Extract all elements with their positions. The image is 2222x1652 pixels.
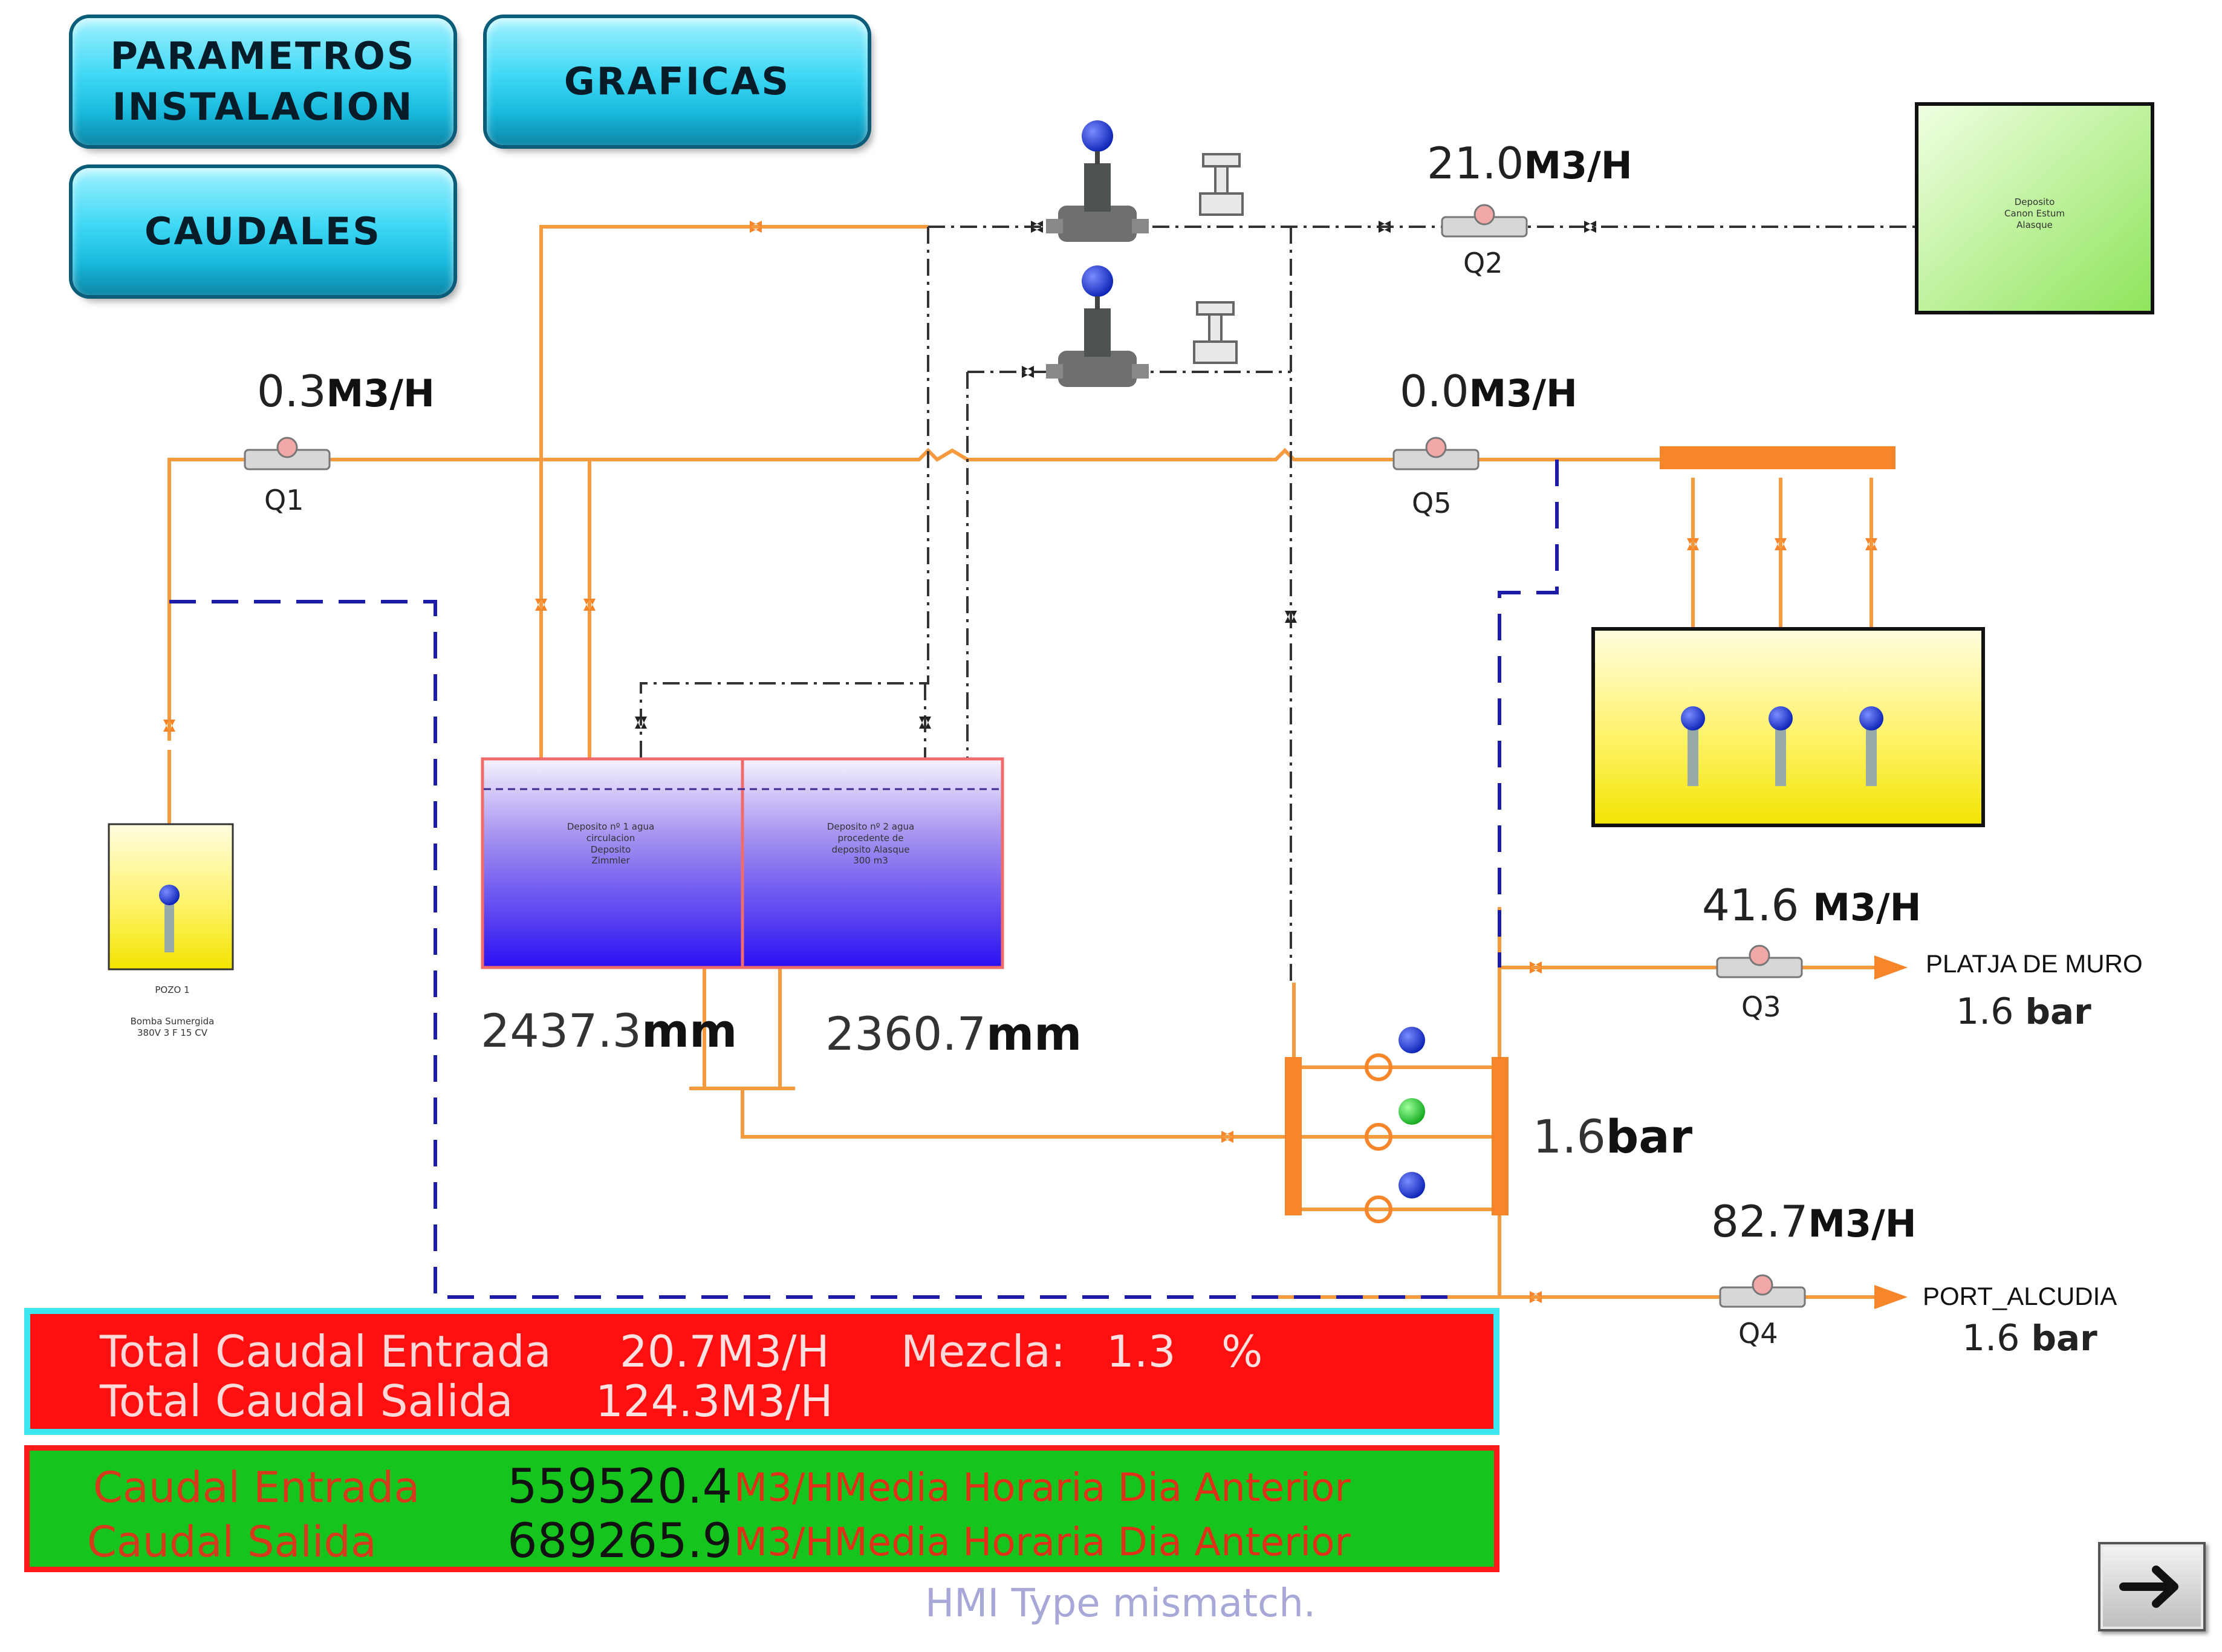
- left-tank-caption: Deposito nº 1 agua circulacion Deposito …: [567, 821, 655, 867]
- caudal-salida-suffix: M3/HMedia Horaria Dia Anterior: [734, 1520, 1351, 1565]
- parametros-instalacion-button[interactable]: PARAMETROS INSTALACION: [73, 18, 453, 145]
- signal-lines: [169, 460, 1559, 1299]
- caudal-entrada-value: 559520.4: [507, 1460, 733, 1514]
- submersible-pumps: [159, 706, 1883, 952]
- graficas-button[interactable]: GRAFICAS: [487, 18, 868, 145]
- manifold-right: [1492, 1057, 1509, 1215]
- parametros-button-label: PARAMETROS INSTALACION: [110, 34, 416, 129]
- q4-flow-readout: 82.7M3/H: [1711, 1196, 1917, 1247]
- platja-de-muro-label: PLATJA DE MURO: [1926, 949, 2143, 978]
- port-alcudia-label: PORT_ALCUDIA: [1923, 1282, 2117, 1310]
- q2-tag: Q2: [1463, 247, 1503, 279]
- right-tank-caption: Deposito nº 2 agua procedente de deposit…: [827, 821, 915, 867]
- q4-tag: Q4: [1738, 1317, 1778, 1350]
- total-entrada-readout: 20.7M3/H: [620, 1326, 830, 1377]
- control-valve-markers: [635, 221, 1596, 729]
- mezcla-unit: %: [1221, 1326, 1263, 1377]
- valve-markers: [163, 221, 1877, 1303]
- q5-flow-readout: 0.0M3/H: [1400, 366, 1577, 417]
- caudales-button[interactable]: CAUDALES: [73, 168, 453, 295]
- caudal-salida-value: 689265.9: [507, 1514, 733, 1569]
- q5-tag: Q5: [1412, 487, 1452, 519]
- caudales-button-label: CAUDALES: [145, 209, 382, 254]
- total-entrada-label: Total Caudal Entrada: [100, 1326, 551, 1377]
- mezcla-label: Mezcla:: [901, 1326, 1066, 1377]
- caudal-entrada-label: Caudal Entrada: [93, 1463, 420, 1512]
- water-pipes: [167, 225, 1874, 1299]
- right-tank-level: 2360.7mm: [825, 1007, 1082, 1061]
- port-alcudia-pressure: 1.6 bar: [1962, 1317, 2097, 1359]
- q2-flow-readout: 21.0M3/H: [1427, 138, 1632, 189]
- caudal-entrada-suffix: M3/HMedia Horaria Dia Anterior: [734, 1466, 1351, 1511]
- green-tank-label: Deposito Canon Estum Alasque: [2004, 197, 2065, 230]
- manifold-left: [1285, 1057, 1302, 1215]
- total-salida-readout: 124.3M3/H: [596, 1376, 833, 1426]
- platja-pressure: 1.6 bar: [1956, 990, 2091, 1033]
- manifold-pressure: 1.6bar: [1533, 1110, 1693, 1163]
- flow-meters: [244, 204, 1806, 1308]
- arrow-right-icon: [2119, 1566, 2178, 1608]
- well-caption: Bomba Sumergida 380V 3 F 15 CV: [130, 1016, 215, 1038]
- distribution-header: [1660, 446, 1896, 469]
- left-tank-level: 2437.3mm: [481, 1004, 738, 1058]
- hmi-status-message: HMI Type mismatch.: [925, 1581, 1316, 1626]
- history-panel: Caudal Entrada 559520.4 M3/HMedia Horari…: [24, 1445, 1499, 1572]
- manifold-pumps: [1365, 1027, 1425, 1223]
- green-tank: [1915, 102, 2154, 314]
- flow-arrows: [1874, 955, 1908, 1309]
- next-screen-button[interactable]: [2098, 1542, 2206, 1631]
- q3-tag: Q3: [1741, 990, 1781, 1023]
- q3-flow-readout: 41.6 M3/H: [1702, 880, 1922, 931]
- total-salida-label: Total Caudal Salida: [100, 1376, 513, 1426]
- q1-flow-readout: 0.3M3/H: [257, 366, 435, 417]
- q1-tag: Q1: [264, 484, 304, 516]
- caudal-salida-label: Caudal Salida: [87, 1517, 377, 1567]
- well-name: POZO 1: [155, 984, 190, 995]
- booster-pumps: [1046, 120, 1244, 387]
- totals-panel: Total Caudal Entrada 20.7M3/H Mezcla: 1.…: [24, 1308, 1499, 1435]
- mezcla-value: 1.3: [1106, 1326, 1176, 1377]
- graficas-button-label: GRAFICAS: [564, 59, 791, 104]
